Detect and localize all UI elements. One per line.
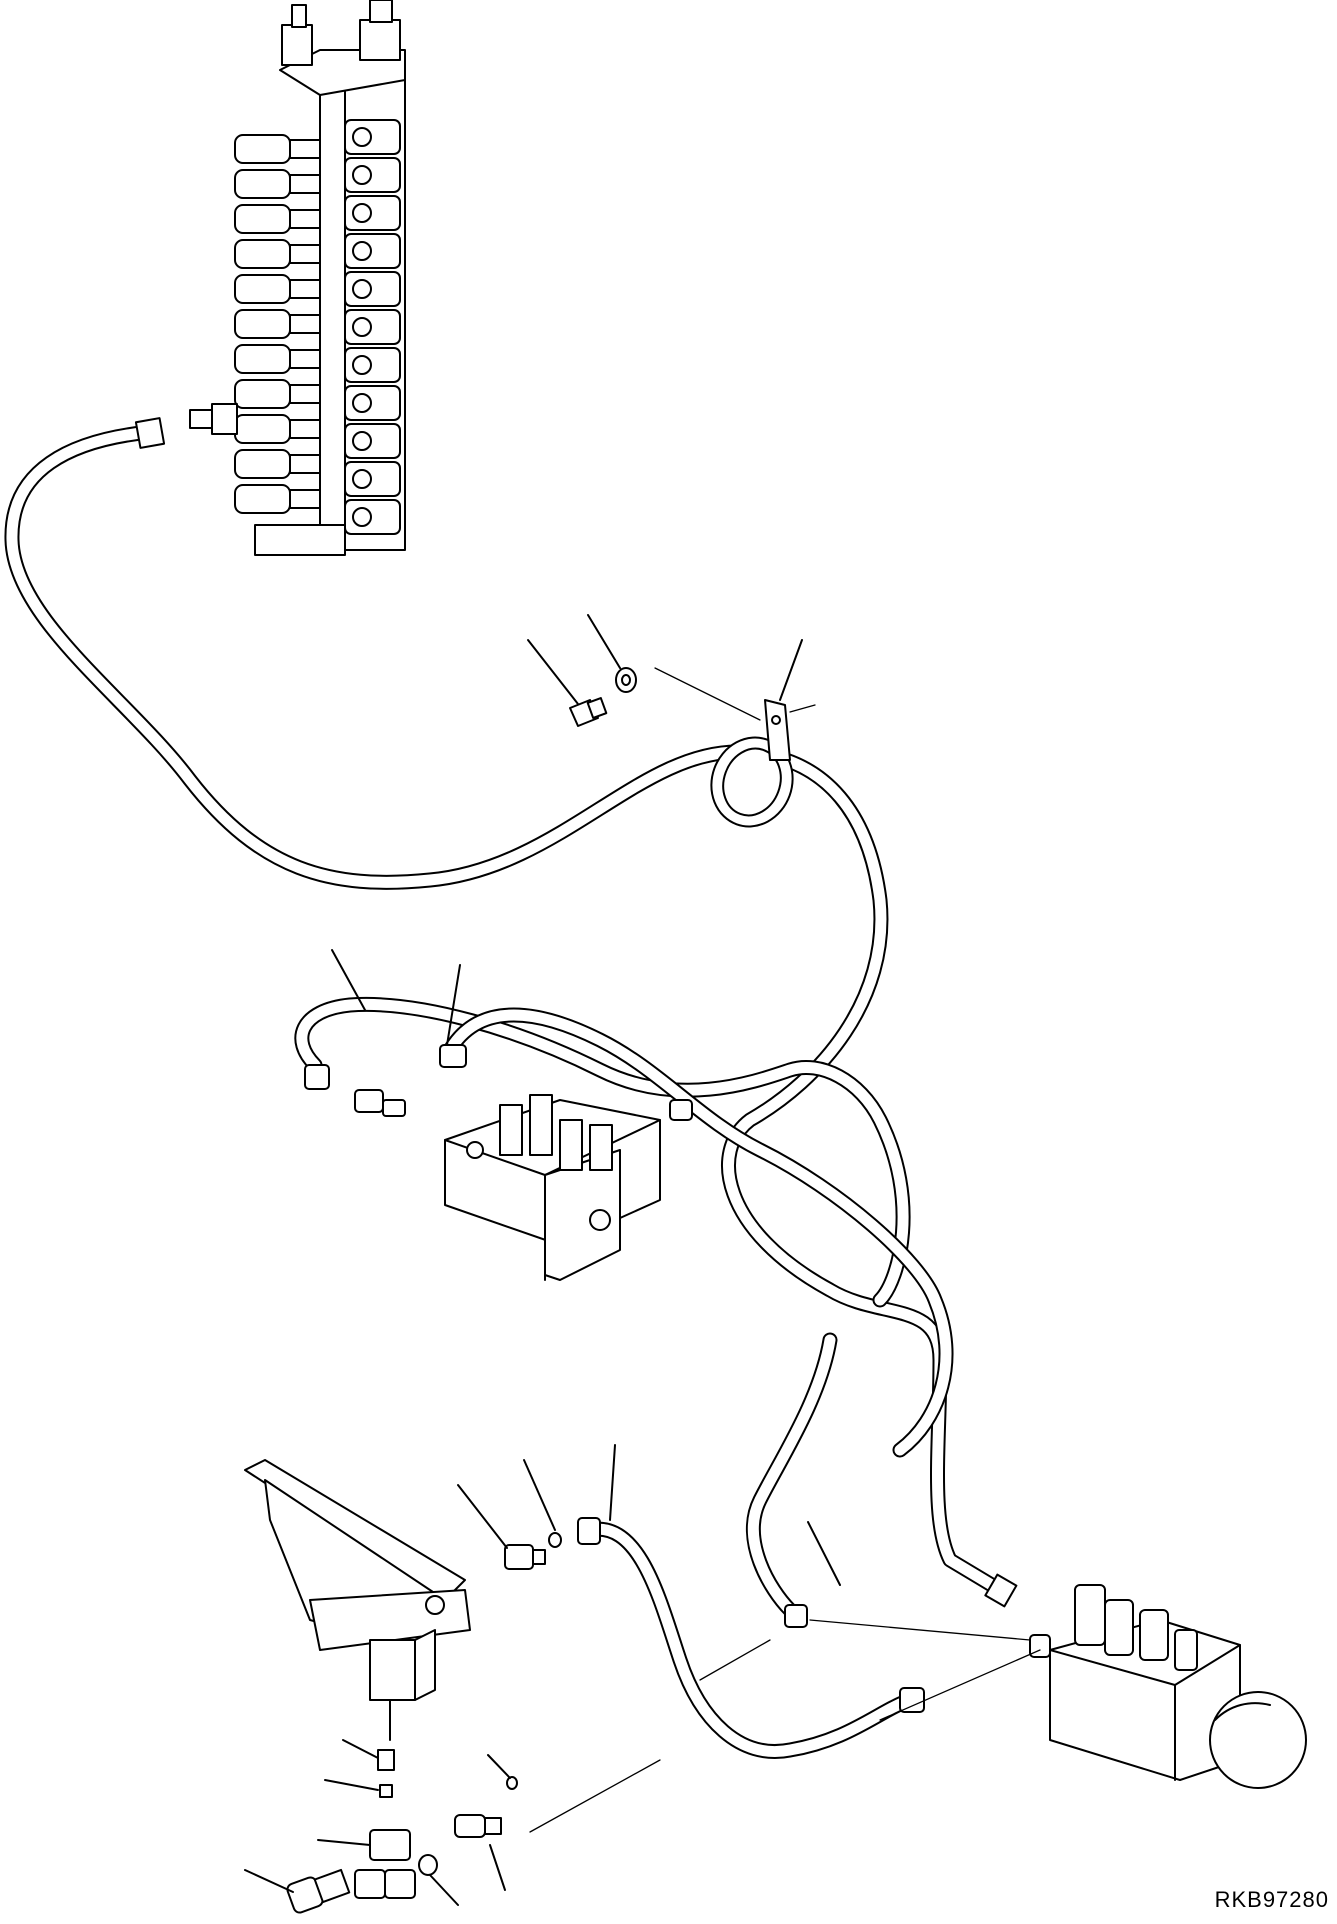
- clamp: [710, 699, 794, 828]
- pressure-switch: [286, 1868, 351, 1914]
- valve-sections-right: [344, 119, 401, 535]
- elbow-fitting: [504, 1544, 546, 1570]
- connector-lower: [454, 1814, 502, 1838]
- washer: [615, 667, 637, 693]
- solenoid-valve-block: [354, 1089, 661, 1281]
- leader-lines: [244, 614, 1041, 1906]
- reference-code: RKB97280: [1214, 1887, 1329, 1912]
- o-ring: [548, 1532, 562, 1548]
- accumulator-valve-block: [1029, 1584, 1307, 1789]
- hose-middle: [294, 996, 954, 1458]
- hose-pedal: [577, 1517, 925, 1759]
- control-valve: [189, 0, 406, 556]
- hose-main: [4, 417, 1018, 1608]
- bolt: [569, 697, 608, 727]
- o-ring-lower: [418, 1776, 518, 1876]
- valve-spool-caps: [234, 134, 321, 514]
- tee-fitting: [354, 1829, 416, 1899]
- pedal-valve: [244, 1459, 471, 1741]
- adapter: [377, 1749, 395, 1798]
- hose-lower: [745, 1332, 838, 1628]
